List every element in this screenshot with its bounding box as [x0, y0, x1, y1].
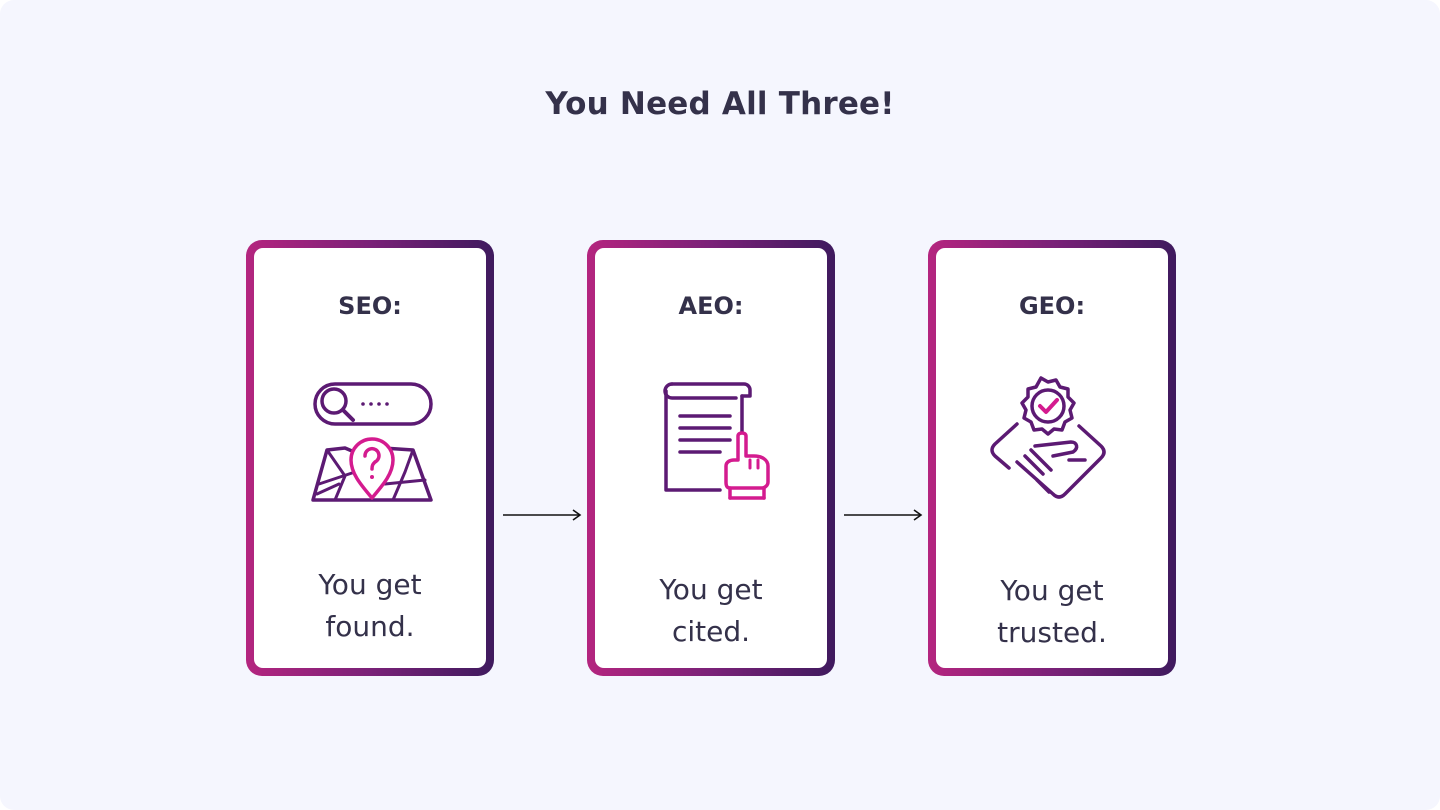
- card-geo-inner: GEO: You get: [936, 248, 1168, 668]
- arrow-aeo-to-geo: [843, 505, 923, 525]
- card-aeo: AEO:: [587, 240, 835, 676]
- card-seo-text: You get found.: [254, 564, 486, 648]
- page-title: You Need All Three!: [545, 86, 895, 122]
- arrow-seo-to-aeo: [502, 505, 582, 525]
- card-aeo-text-line2: cited.: [671, 615, 751, 648]
- card-geo: GEO: You get: [928, 240, 1176, 676]
- card-seo: SEO:: [246, 240, 494, 676]
- card-aeo-text: You get cited.: [595, 569, 827, 653]
- card-seo-text-line2: found.: [325, 610, 415, 643]
- card-aeo-inner: AEO:: [595, 248, 827, 668]
- card-geo-label: GEO:: [1018, 292, 1086, 320]
- card-geo-text-line1: You get: [1000, 574, 1104, 607]
- card-aeo-label: AEO:: [678, 292, 744, 320]
- card-aeo-text-line1: You get: [659, 573, 763, 606]
- card-seo-text-line1: You get: [318, 568, 422, 601]
- handshake-badge-icon: [987, 376, 1117, 506]
- search-map-icon: [305, 376, 435, 506]
- card-seo-inner: SEO:: [254, 248, 486, 668]
- document-pointer-icon: [646, 376, 776, 506]
- card-geo-text: You get trusted.: [936, 570, 1168, 654]
- card-seo-label: SEO:: [338, 292, 402, 320]
- card-geo-text-line2: trusted.: [997, 616, 1107, 649]
